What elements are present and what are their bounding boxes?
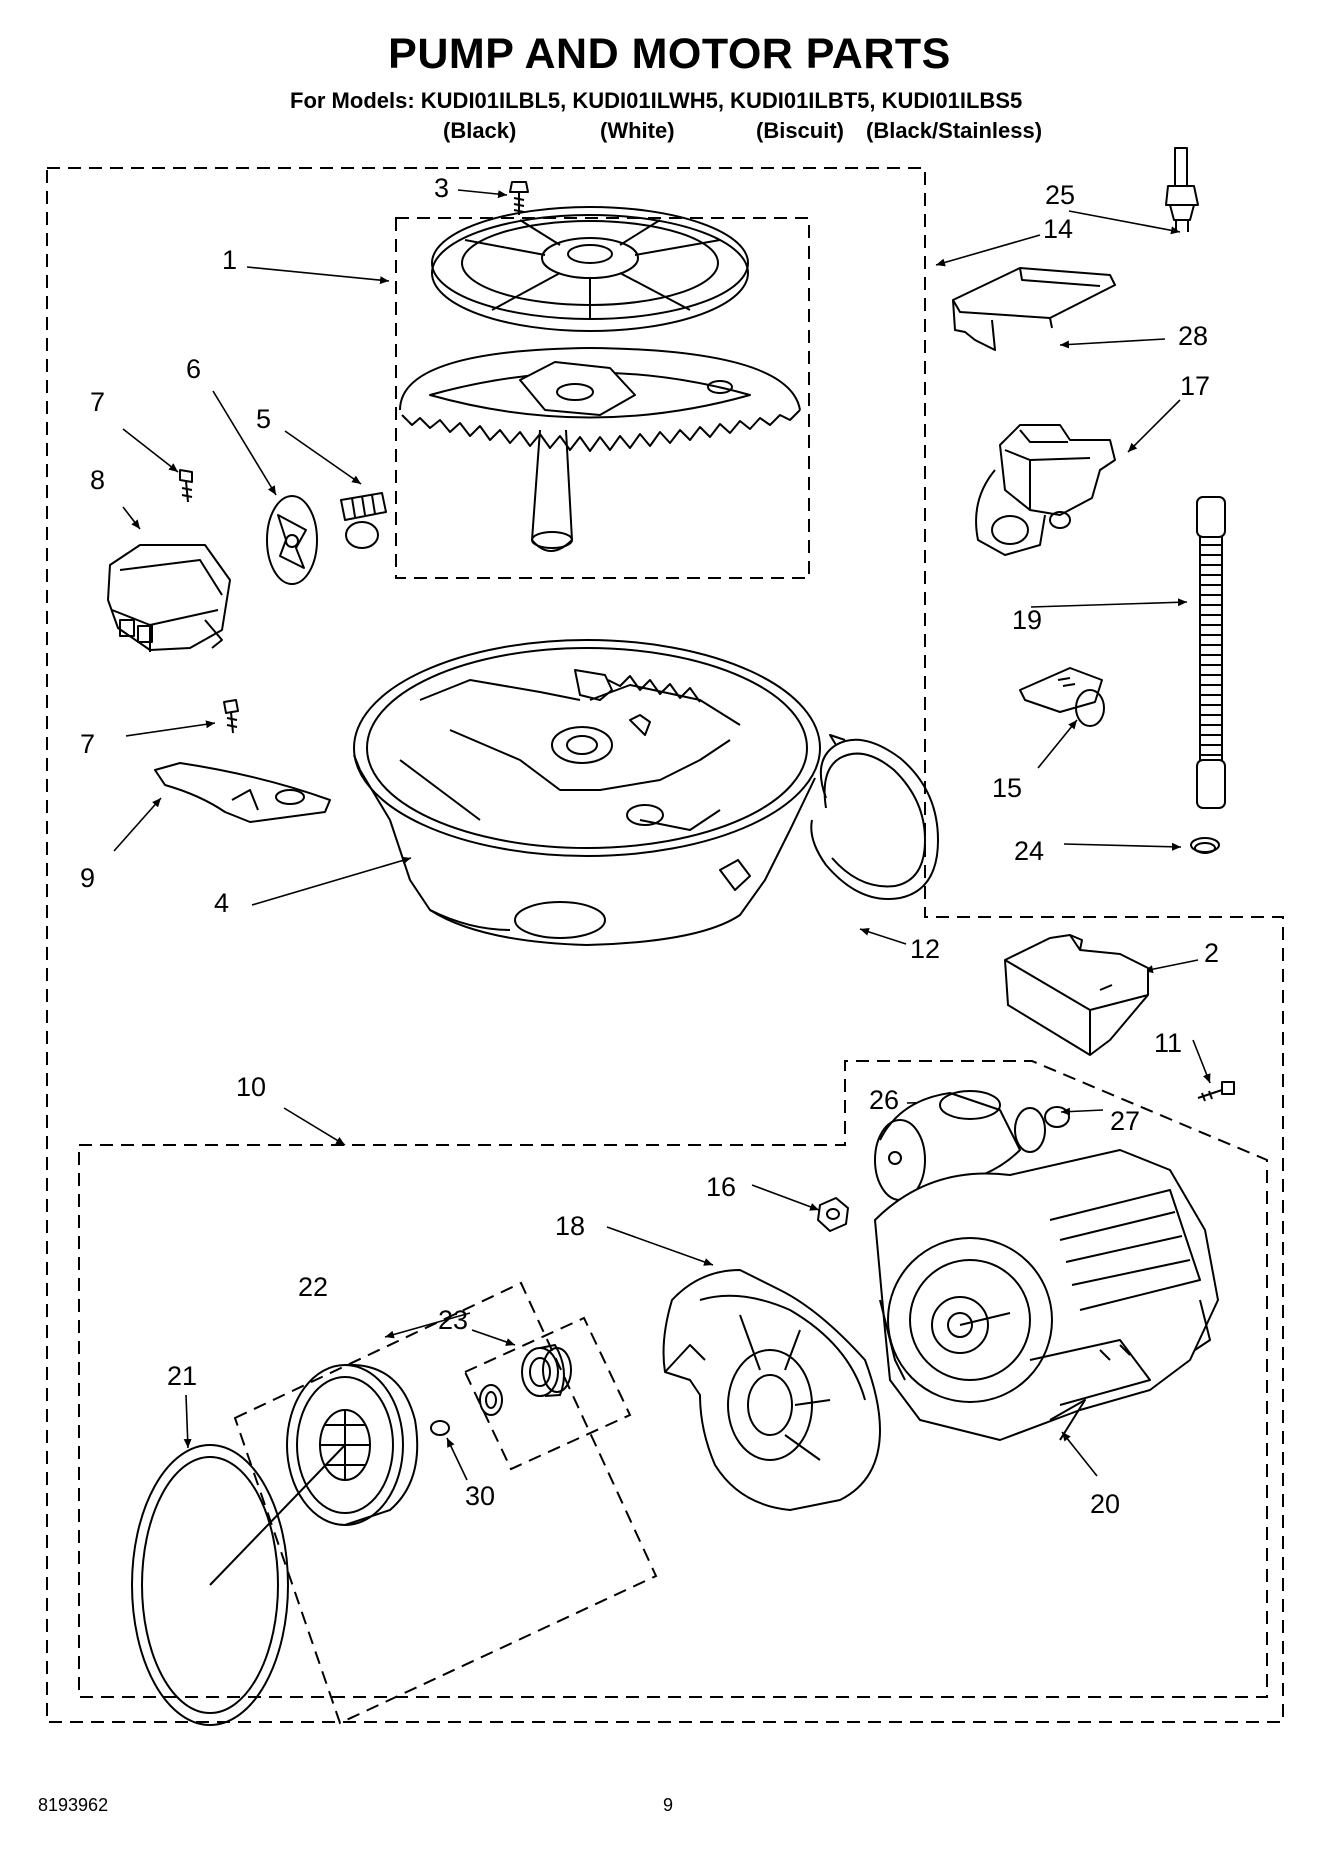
- seal-kit-group-boundary: [233, 1281, 658, 1725]
- callout-12: 12: [910, 934, 941, 964]
- part-23-seal: [479, 1344, 572, 1416]
- part-20-motor: [874, 1149, 1219, 1441]
- part-26-capacitor: [874, 1090, 1046, 1201]
- callout-25: 25: [1045, 180, 1076, 210]
- callout-30: 30: [465, 1481, 496, 1511]
- callout-10: 10: [236, 1072, 267, 1102]
- motor-pump-group-boundary: [78, 1060, 1268, 1698]
- part-22-pump-impeller: [286, 1363, 419, 1526]
- models-line: For Models: KUDI01ILBL5, KUDI01ILWH5, KU…: [290, 88, 1023, 113]
- outer-boundary: [46, 167, 1284, 1723]
- color-label-white: (White): [600, 118, 675, 143]
- part-12-gasket-ring: [810, 734, 939, 900]
- callout-21: 21: [167, 1361, 198, 1391]
- part-27-washer: [1044, 1106, 1070, 1128]
- callout-16: 16: [706, 1172, 737, 1202]
- impeller-group-boundary: [395, 217, 810, 579]
- part-1-impeller-cover: [431, 206, 749, 332]
- callout-11: 11: [1154, 1028, 1183, 1058]
- part-21-gasket: [131, 1444, 346, 1726]
- part-16-nut: [817, 1197, 849, 1232]
- part-7-screw-upper: [179, 469, 193, 503]
- callout-27: 27: [1110, 1106, 1141, 1136]
- callout-19: 19: [1012, 605, 1043, 635]
- part-25-sensor: [1165, 147, 1199, 232]
- part-4-pump-housing: [353, 639, 821, 946]
- callout-8: 8: [90, 465, 106, 495]
- color-label-black-stainless: (Black/Stainless): [866, 118, 1043, 143]
- part-5-clip: [340, 492, 387, 549]
- part-3-screw: [509, 181, 529, 215]
- part-11-screw: [1197, 1081, 1235, 1102]
- callout-20: 20: [1090, 1489, 1121, 1519]
- page-title: PUMP AND MOTOR PARTS: [388, 30, 951, 78]
- page-number: 9: [663, 1795, 674, 1815]
- callout-23: 23: [438, 1305, 469, 1335]
- callout-18: 18: [555, 1211, 586, 1241]
- callout-5: 5: [256, 404, 272, 434]
- callout-15: 15: [992, 773, 1023, 803]
- part-1-impeller-base: [399, 347, 801, 552]
- callout-3: 3: [434, 173, 450, 203]
- document-number: 8193962: [38, 1795, 109, 1815]
- part-9-bracket: [154, 762, 331, 823]
- seal-subgroup-boundary: [463, 1316, 632, 1471]
- callout-22: 22: [298, 1272, 329, 1302]
- leader-arrows: [113, 189, 1211, 1481]
- callout-1: 1: [222, 245, 238, 275]
- callout-17: 17: [1180, 371, 1211, 401]
- part-7-screw-lower: [223, 699, 239, 734]
- callout-28: 28: [1178, 321, 1209, 351]
- part-17-bracket-assembly: [975, 424, 1116, 556]
- callout-6: 6: [186, 354, 202, 384]
- part-28-cover-plate: [952, 267, 1116, 351]
- callout-14: 14: [1043, 214, 1074, 244]
- part-8-housing-cover: [107, 544, 231, 652]
- part-2-cover: [1004, 934, 1149, 1056]
- color-label-black: (Black): [443, 118, 517, 143]
- part-18-pump-housing-cover: [662, 1269, 881, 1511]
- callout-9: 9: [80, 863, 96, 893]
- callout-4: 4: [214, 888, 230, 918]
- part-30-washer: [430, 1420, 450, 1436]
- callout-7-upper: 7: [90, 387, 106, 417]
- color-label-biscuit: (Biscuit): [756, 118, 844, 143]
- part-15-clip: [1019, 667, 1105, 727]
- callout-7-lower: 7: [80, 729, 96, 759]
- group-boundaries: [46, 167, 1284, 1725]
- part-19-hose: [1196, 496, 1226, 809]
- part-6-chopper-blade: [266, 495, 318, 585]
- callout-26: 26: [869, 1085, 900, 1115]
- part-24-clamp: [1190, 837, 1220, 854]
- callout-2: 2: [1204, 938, 1220, 968]
- callout-24: 24: [1014, 836, 1045, 866]
